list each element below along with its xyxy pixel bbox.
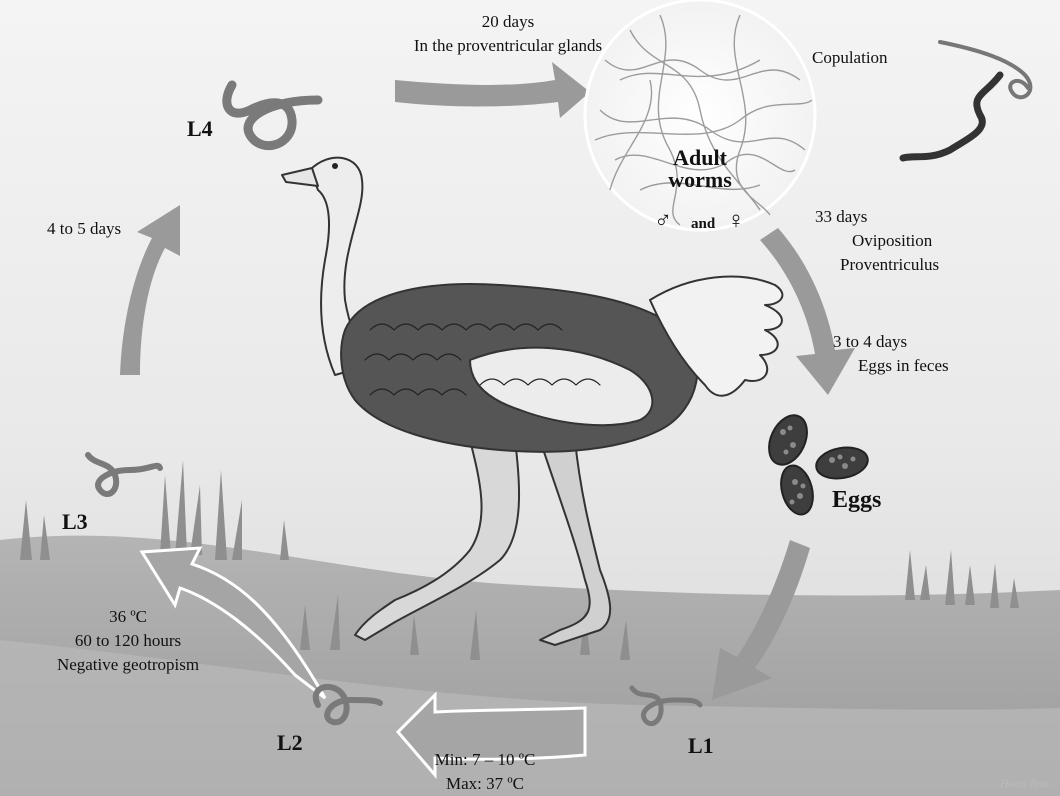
feces-days: 3 to 4 days xyxy=(833,330,949,354)
stage-label-l3: L3 xyxy=(62,509,88,535)
l3-hours: 60 to 120 hours xyxy=(28,629,228,653)
male-symbol: ♂ xyxy=(654,208,672,235)
oviposition-days: 33 days xyxy=(815,205,939,229)
caption-top-days: 20 days xyxy=(388,10,628,34)
caption-top-site: In the proventricular glands xyxy=(388,34,628,58)
oviposition-label: Oviposition xyxy=(815,229,939,253)
proventriculus-label: Proventriculus xyxy=(815,253,939,277)
artist-signature: Hoan Roo xyxy=(1000,776,1049,791)
temperature-caption: Min: 7 – 10 ºC Max: 37 ºC xyxy=(405,748,565,796)
l4-days-caption: 4 to 5 days xyxy=(47,217,121,241)
adult-line1: Adult xyxy=(652,147,748,169)
arrow-caption-top: 20 days In the proventricular glands xyxy=(388,10,628,58)
stage-label-eggs: Eggs xyxy=(832,487,881,514)
stage-label-l4: L4 xyxy=(187,116,213,142)
adult-line2: worms xyxy=(652,169,748,191)
oviposition-caption: 33 days Oviposition Proventriculus xyxy=(815,205,939,277)
l3-temperature: 36 ºC xyxy=(28,605,228,629)
copulation-label: Copulation xyxy=(812,46,888,70)
temperature-min: Min: 7 – 10 ºC xyxy=(405,748,565,772)
stage-label-l1: L1 xyxy=(688,733,714,759)
l3-geotropism: Negative geotropism xyxy=(28,653,228,677)
stage-label-l2: L2 xyxy=(277,730,303,756)
feces-label: Eggs in feces xyxy=(833,354,949,378)
feces-caption: 3 to 4 days Eggs in feces xyxy=(833,330,949,378)
temperature-max: Max: 37 ºC xyxy=(405,772,565,796)
adult-worms-label: Adult worms xyxy=(652,147,748,191)
and-label: and xyxy=(691,216,715,233)
female-symbol: ♀ xyxy=(727,208,745,235)
l3-caption: 36 ºC 60 to 120 hours Negative geotropis… xyxy=(28,605,228,677)
